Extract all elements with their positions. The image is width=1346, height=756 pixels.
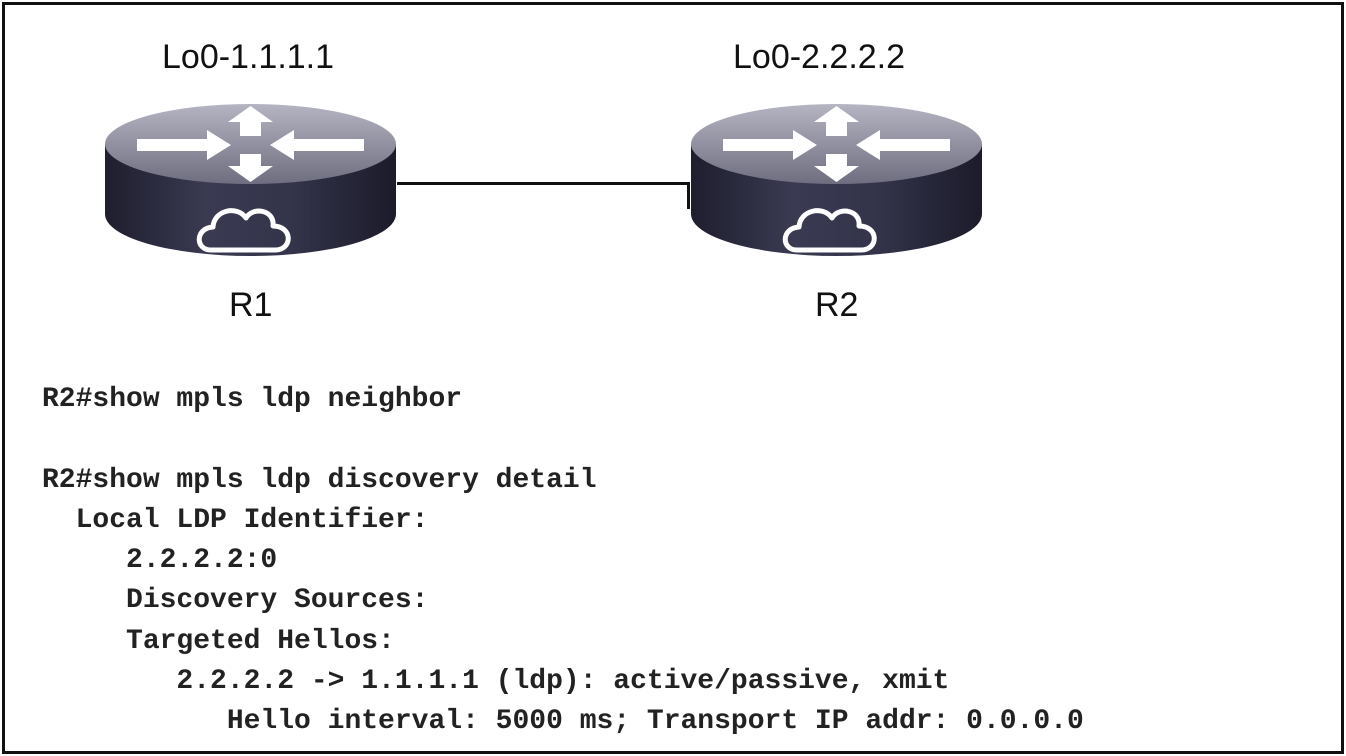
r1-r2-link-stub <box>687 182 690 209</box>
cli-line: Discovery Sources: <box>42 585 429 617</box>
cli-line: 2.2.2.2 -> 1.1.1.1 (ldp): active/passive… <box>42 666 950 698</box>
r1-router-icon <box>105 104 396 256</box>
cli-line: Local LDP Identifier: <box>42 504 429 536</box>
r1-r2-link <box>397 182 690 185</box>
cli-output: R2#show mpls ldp neighbor R2#show mpls l… <box>42 380 1084 743</box>
cli-line: 2.2.2.2:0 <box>42 545 278 577</box>
r2-loopback-label: Lo0-2.2.2.2 <box>733 38 906 76</box>
cli-line: R2#show mpls ldp neighbor <box>42 384 463 415</box>
cli-line <box>42 420 1084 460</box>
r2-router-icon <box>691 104 982 256</box>
cli-line: Targeted Hellos: <box>42 625 395 657</box>
cli-line: Hello interval: 5000 ms; Transport IP ad… <box>42 706 1084 738</box>
r1-name-label: R1 <box>229 286 273 324</box>
r1-loopback-label: Lo0-1.1.1.1 <box>162 38 335 76</box>
r2-name-label: R2 <box>815 286 859 324</box>
cli-line: R2#show mpls ldp discovery detail <box>42 464 597 496</box>
